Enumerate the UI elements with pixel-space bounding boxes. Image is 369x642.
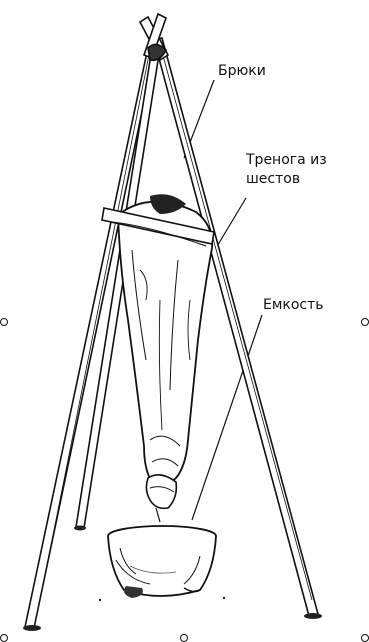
label-tripod-line-2: шестов <box>246 171 300 188</box>
container-pot <box>108 526 216 598</box>
label-tripod-line-1: Тренога из <box>246 152 327 169</box>
leader-container <box>192 315 262 520</box>
label-container: Емкость <box>263 297 324 314</box>
leader-tripod <box>216 198 246 248</box>
handle-left <box>1 319 8 326</box>
handle-right <box>362 319 369 326</box>
poles-top <box>140 14 168 60</box>
handle-bottom-left <box>1 635 8 642</box>
handle-bottom-middle <box>181 635 188 642</box>
label-trousers: Брюки <box>218 63 266 80</box>
handle-bottom-right <box>362 635 369 642</box>
